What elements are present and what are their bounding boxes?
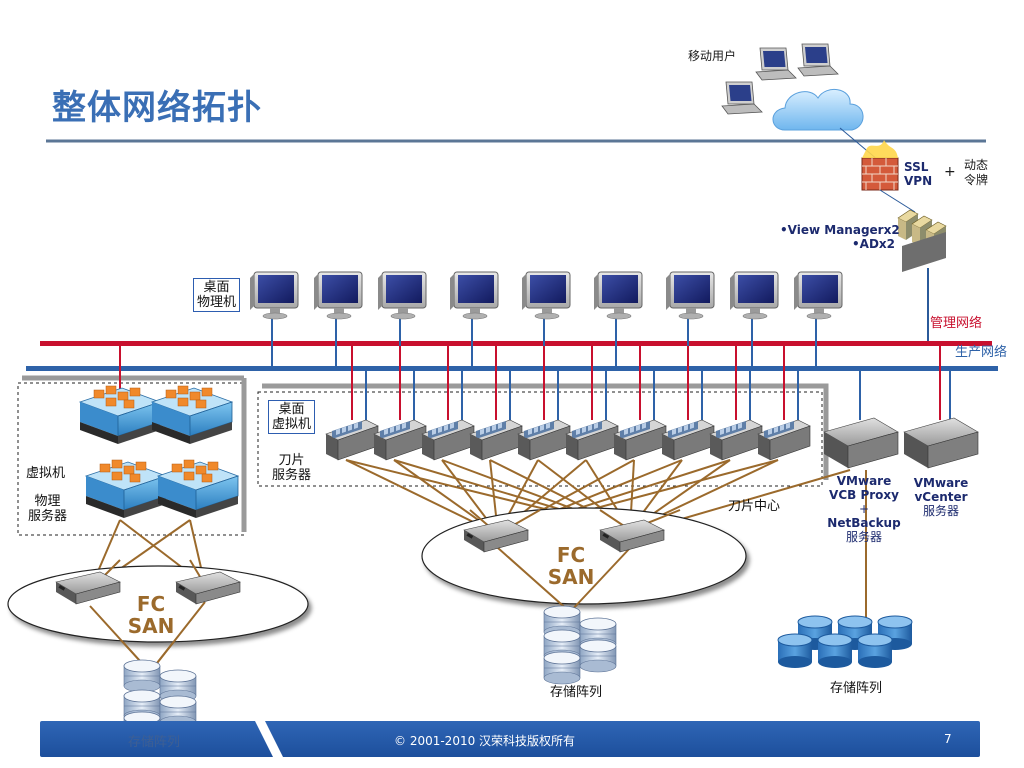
center-san-label: SAN: [547, 565, 595, 589]
blade-server-icon: [709, 419, 763, 461]
vcenter-line3: 服务器: [922, 504, 959, 518]
physical-server-line1: 物理: [34, 494, 61, 509]
blade-server-icon: [613, 419, 667, 461]
ssl-vpn-label: SSL VPN: [904, 160, 932, 188]
monitor-icon: [521, 271, 571, 320]
desktop-virtual-line1: 桌面: [278, 402, 305, 417]
monitor-icon: [449, 271, 499, 320]
plus-sign: +: [944, 164, 956, 180]
vcb-line2: VCB Proxy: [829, 488, 899, 502]
center-fc-label: FC: [556, 543, 586, 567]
desktop-virtual-label: 桌面 虚拟机: [268, 400, 316, 434]
mgmt-network-label: 管理网络: [930, 316, 983, 331]
footer-background: [40, 721, 980, 757]
footer-bar: 存储阵列 © 2001-2010 汉荣科技版权所有 7: [40, 721, 980, 757]
monitor-icon: [593, 271, 643, 320]
blade-server-icon: [373, 419, 427, 461]
dynamic-token-line1: 动态: [964, 158, 989, 172]
storage-array-label-center: 存储阵列: [550, 685, 603, 700]
vm-host-icon: [151, 385, 233, 445]
view-manager-label: •View Managerx2: [780, 223, 900, 237]
vmware-vcenter-label: VMware vCenter 服务器: [906, 476, 976, 518]
blade-server-label: 刀片 服务器: [272, 453, 311, 483]
blade-uplinks: [351, 346, 951, 420]
prod-network-label: 生产网络: [955, 345, 1008, 360]
desktop-physical-label: 桌面 物理机: [193, 278, 241, 312]
blade-server-icon: [757, 419, 811, 461]
blade-server-icon: [469, 419, 523, 461]
footer-divider: [255, 721, 283, 757]
vcb-line3: +: [858, 502, 870, 516]
dynamic-token-label: 动态 令牌: [964, 158, 988, 188]
monitor-icon: [249, 271, 299, 320]
desktop-monitors: [249, 271, 843, 368]
monitor-icon: [377, 271, 427, 320]
prod-network-bar: [26, 366, 998, 371]
vcenter-line2: vCenter: [914, 490, 968, 504]
virtual-machine-label: 虚拟机: [26, 466, 66, 481]
storage-array-label-right: 存储阵列: [830, 681, 883, 696]
left-fc-san-label: FC SAN: [126, 593, 176, 637]
vcb-line5: 服务器: [845, 530, 882, 544]
vmware-vcb-label: VMware VCB Proxy + NetBackup 服务器: [822, 474, 906, 544]
blade-center-group: [257, 391, 823, 487]
storage-disk-icon: [777, 615, 913, 669]
storage-disk-icon: [543, 605, 617, 685]
mobile-users-label: 移动用户: [688, 49, 737, 63]
laptop-icon: [755, 47, 797, 81]
physical-server-line2: 服务器: [28, 509, 68, 524]
blade-server-icon: [421, 419, 475, 461]
vm-host-icon: [79, 385, 161, 445]
laptop-icon: [797, 43, 839, 77]
blade-server-icon: [325, 419, 379, 461]
vcb-line4: NetBackup: [827, 516, 901, 530]
blade-server-icon: [661, 419, 715, 461]
desktop-physical-line1: 桌面: [203, 280, 230, 295]
blade-server-icon: [565, 419, 619, 461]
monitor-icon: [793, 271, 843, 320]
monitor-icon: [729, 271, 779, 320]
page-number: 7: [944, 732, 952, 746]
dynamic-token-line2: 令牌: [964, 173, 989, 187]
left-san-label: SAN: [127, 614, 175, 638]
left-fc-label: FC: [136, 592, 166, 616]
blade-servers: [325, 419, 811, 461]
ad-label: •ADx2: [852, 237, 896, 251]
rack-server-icon: [823, 417, 899, 469]
monitor-icon: [665, 271, 715, 320]
desktop-physical-line2: 物理机: [197, 295, 237, 310]
vm-host-icon: [85, 459, 167, 519]
page-title: 整体网络拓扑: [52, 88, 262, 128]
physical-server-label: 物理 服务器: [28, 494, 67, 524]
footer-storage-label: 存储阵列: [128, 735, 181, 750]
ssl-label: SSL: [904, 160, 929, 174]
vcenter-line1: VMware: [913, 476, 969, 490]
vpn-label: VPN: [904, 174, 933, 188]
blade-server-icon: [517, 419, 571, 461]
vm-host-icon: [157, 459, 239, 519]
monitor-icon: [313, 271, 363, 320]
mgmt-network-bar: [40, 341, 992, 346]
desktop-virtual-line2: 虚拟机: [272, 417, 312, 432]
copyright-text: © 2001-2010 汉荣科技版权所有: [394, 734, 576, 748]
blade-server-line1: 刀片: [278, 453, 305, 468]
center-fc-san-label: FC SAN: [546, 544, 596, 588]
vcb-line1: VMware: [836, 474, 892, 488]
blade-server-line2: 服务器: [272, 468, 312, 483]
laptop-icon: [721, 81, 763, 115]
firewall-icon: [861, 140, 899, 191]
server-rack-icon: [897, 209, 947, 272]
rack-server-icon: [903, 417, 979, 469]
cloud-icon: [772, 89, 864, 131]
blade-center-label: 刀片中心: [728, 499, 781, 514]
